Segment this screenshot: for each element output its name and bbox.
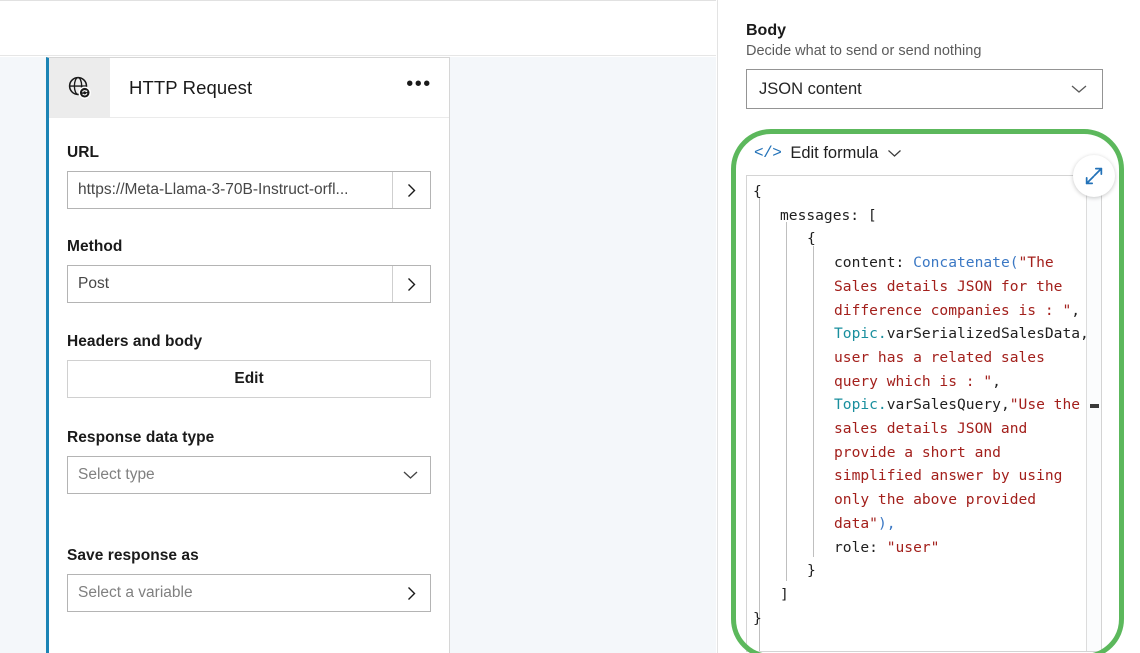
field-label-save-response-as: Save response as [67,547,199,564]
field-label-response-data-type: Response data type [67,429,215,446]
code-line: { [753,227,1085,251]
code-token: } [753,609,762,627]
code-line: ] [753,583,1085,607]
field-label-url: URL [67,144,100,161]
code-token: ] [780,585,789,603]
code-token: varSerializedSalesData [886,325,1081,343]
node-title: HTTP Request [129,76,253,98]
body-type-select[interactable]: JSON content [746,69,1103,109]
url-input[interactable]: https://Meta-Llama-3-70B-Instruct-orfl..… [67,171,431,209]
chevron-down-icon[interactable] [402,470,419,481]
node-card-body: URL https://Meta-Llama-3-70B-Instruct-or… [49,118,449,612]
code-token: "Use the sales details JSON and provide … [834,396,1089,532]
code-angle-brackets-icon: </> [754,144,782,162]
code-line: role: "user" [753,536,1085,560]
chevron-right-icon[interactable] [392,575,430,611]
code-token: role: [834,538,887,556]
code-token: messages: [ [780,206,877,224]
field-label-method: Method [67,238,123,255]
chevron-right-icon[interactable] [392,172,430,208]
chevron-down-icon[interactable] [887,149,902,158]
code-line: messages: [ [753,204,1085,228]
code-line: content: Concatenate("The Sales details … [753,251,1101,535]
code-token: Topic. [834,325,887,343]
node-more-menu-button[interactable]: ••• [406,72,432,95]
formula-editor[interactable]: </> Edit formula { messages: [ { content: C… [746,136,1118,652]
edit-headers-button[interactable]: Edit [67,360,431,398]
method-input[interactable]: Post [67,265,431,303]
code-token: , [1080,325,1089,343]
code-line: } [753,559,1085,583]
panel-subtitle: Decide what to send or send nothing [746,43,982,59]
url-input-value: https://Meta-Llama-3-70B-Instruct-orfl..… [78,181,349,198]
code-token: varSalesQuery [886,396,1001,414]
code-token: ), [877,514,896,532]
globe-http-icon [49,58,110,117]
formula-editor-label: Edit formula [790,143,879,162]
code-token: , [992,372,1010,390]
field-label-headers-and-body: Headers and body [67,333,203,350]
save-response-as-value: Select a variable [78,584,193,601]
code-token: , [1071,301,1089,319]
expand-formula-button[interactable] [1073,155,1115,197]
chevron-down-icon[interactable] [1070,84,1088,95]
code-line: } [753,607,1085,631]
response-data-type-select[interactable]: Select type [67,456,431,494]
formula-code-text[interactable]: { messages: [ { content: Concatenate("The S… [747,180,1101,651]
formula-editor-header[interactable]: </> Edit formula [746,136,1118,170]
panel-title: Body [746,22,786,39]
code-scrollbar-thumb[interactable] [1090,404,1099,408]
chevron-right-icon[interactable] [392,266,430,302]
method-input-value: Post [78,275,110,292]
code-token: Concatenate( [913,254,1019,272]
code-token: { [807,230,816,248]
code-token: "The Sales details JSON for the differen… [834,254,1072,319]
body-properties-panel: Body Decide what to send or send nothing… [717,0,1140,653]
code-token: { [753,183,762,200]
code-token: , [1000,396,1010,414]
body-type-select-value: JSON content [759,79,862,98]
code-token: content: [834,254,914,272]
http-request-node-card[interactable]: HTTP Request ••• URL https://Meta-Llama-… [46,57,450,653]
code-token: "user" [886,538,940,556]
response-data-type-value: Select type [78,466,155,483]
code-token: } [807,562,816,580]
code-line: { [753,180,1085,204]
canvas-top-strip [0,0,716,56]
code-token: "The user has a related sales query whic… [834,325,1101,390]
code-token: Topic. [834,396,887,414]
save-response-as-input[interactable]: Select a variable [67,574,431,612]
code-vertical-scrollbar[interactable] [1086,176,1101,651]
node-card-header: HTTP Request ••• [49,58,449,118]
formula-code-box[interactable]: { messages: [ { content: Concatenate("The S… [746,175,1102,652]
